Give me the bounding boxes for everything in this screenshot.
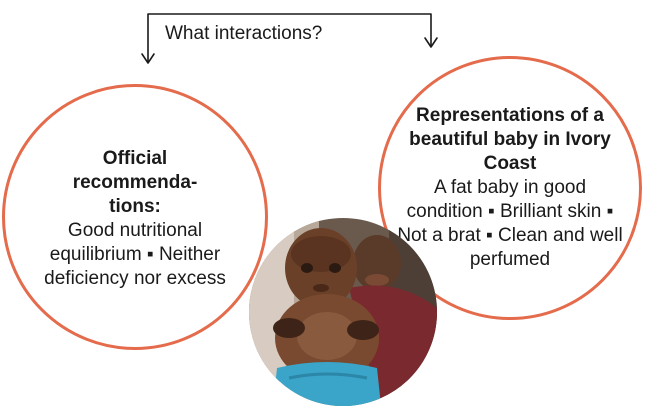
- baby-photo: [249, 218, 437, 406]
- connector-arrows: [141, 13, 438, 64]
- official-recommendations-circle: Official recommenda-tions: Good nutritio…: [2, 84, 268, 350]
- representations-body: A fat baby in good condition ▪ Brilliant…: [397, 177, 623, 270]
- official-recommendations-title: Official recommenda-tions:: [72, 148, 198, 217]
- official-recommendations-body: Good nutritional equilibrium ▪ Neither d…: [44, 220, 226, 289]
- interactions-question: What interactions?: [165, 23, 323, 44]
- representations-circle: Representations of a beautiful baby in I…: [378, 56, 642, 320]
- representations-title: Representations of a beautiful baby in I…: [409, 105, 611, 174]
